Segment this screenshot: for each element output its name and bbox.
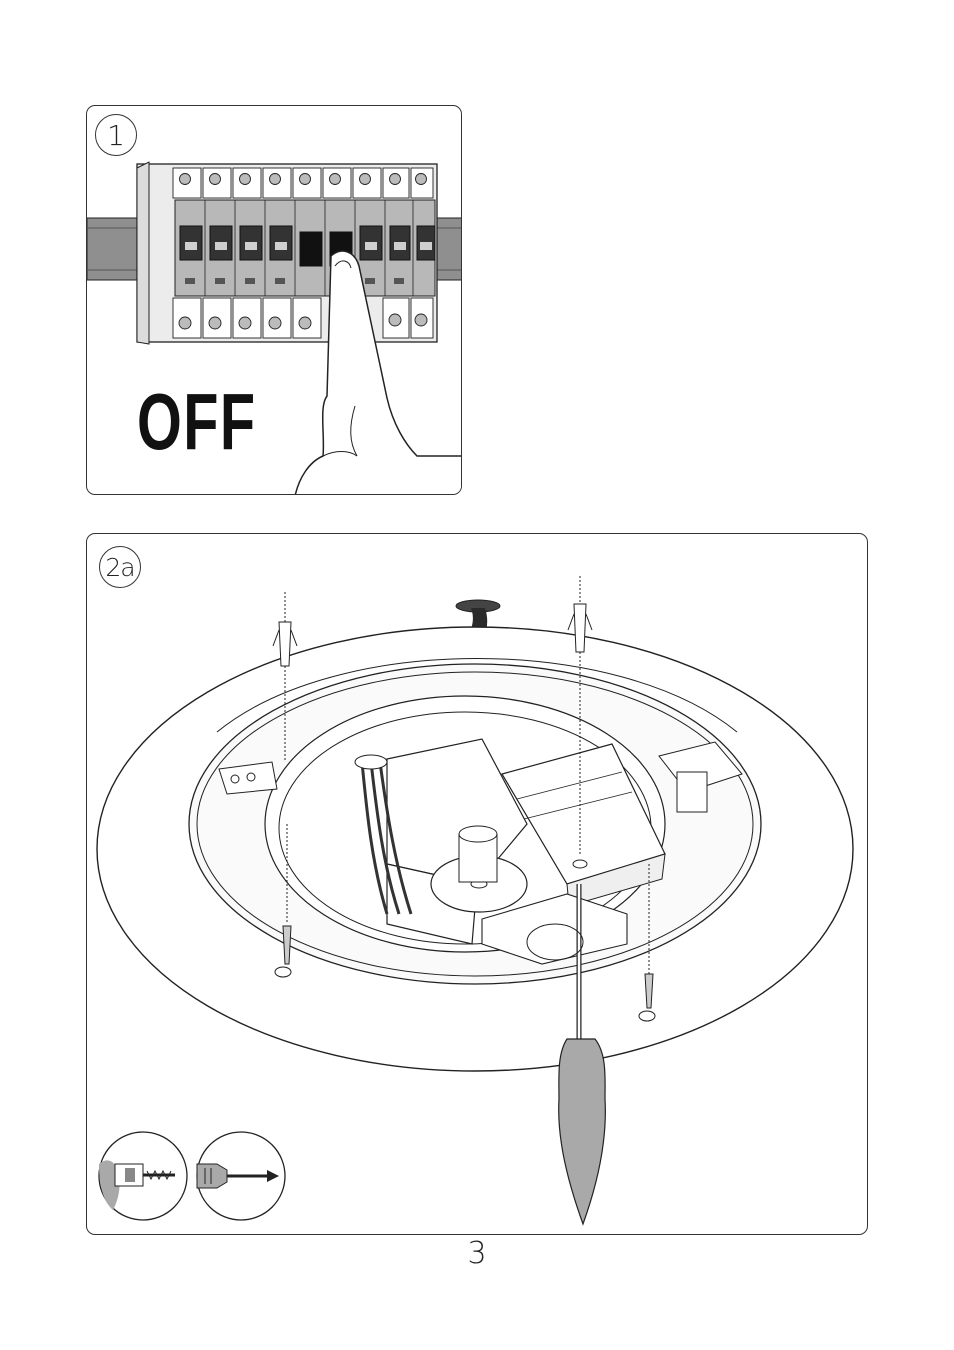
step-2a-panel: 2a: [86, 533, 868, 1235]
off-label: OFF: [137, 382, 256, 462]
step-1-badge: 1: [95, 114, 137, 156]
ceiling-lamp-icon: [87, 534, 868, 1235]
step-1-panel: 1: [86, 105, 462, 495]
page-number: 3: [0, 1236, 954, 1271]
step-2a-badge: 2a: [99, 546, 141, 588]
